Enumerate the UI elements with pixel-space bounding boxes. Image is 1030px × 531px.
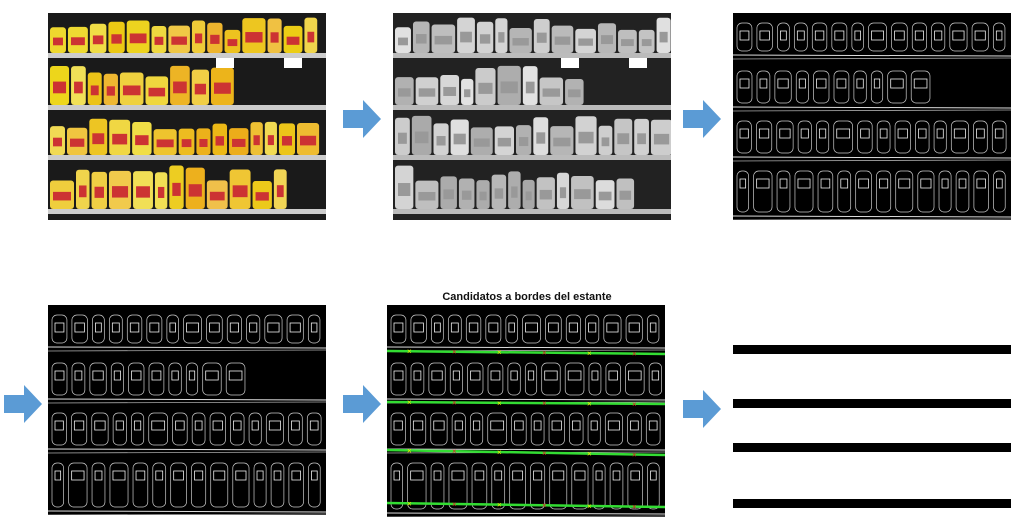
shelf-edge xyxy=(393,105,671,110)
shelf-line xyxy=(733,399,1011,408)
candidate-marker: × xyxy=(407,398,412,407)
candidate-lines-map: × × × × × × × × × × × × × × × × × × × × × × × × xyxy=(387,305,666,517)
shelf-lines-result xyxy=(733,345,1011,508)
shelf-edge xyxy=(393,155,671,160)
candidate-marker: × xyxy=(632,400,637,409)
arrow-right-icon xyxy=(343,385,381,423)
candidate-marker: × xyxy=(497,448,502,457)
shelf-edge xyxy=(393,209,671,214)
candidate-marker: × xyxy=(542,449,547,458)
candidate-line xyxy=(387,501,666,509)
candidate-marker: × xyxy=(452,348,457,357)
candidate-marker: × xyxy=(632,503,637,512)
candidate-marker: × xyxy=(407,347,412,356)
candidate-marker: × xyxy=(407,446,412,455)
candidate-marker: × xyxy=(587,349,592,358)
shelf-edge xyxy=(48,53,326,58)
candidate-marker: × xyxy=(632,450,637,459)
candidate-marker: × xyxy=(587,450,592,459)
candidate-marker: × xyxy=(587,399,592,408)
candidate-marker: × xyxy=(542,349,547,358)
original-shelf-photo xyxy=(48,13,326,220)
candidate-marker: × xyxy=(632,350,637,359)
candidate-marker: × xyxy=(542,501,547,510)
shelf-line xyxy=(733,443,1011,452)
candidate-marker: × xyxy=(497,399,502,408)
candidate-marker: × xyxy=(587,502,592,511)
candidate-marker: × xyxy=(542,399,547,408)
shelf-edge xyxy=(48,209,326,214)
candidate-marker: × xyxy=(452,500,457,509)
shelf-line xyxy=(733,345,1011,354)
candidate-marker: × xyxy=(497,501,502,510)
arrow-right-icon xyxy=(683,100,721,138)
candidate-marker: × xyxy=(497,348,502,357)
arrow-right-icon xyxy=(4,385,42,423)
shelf-line xyxy=(733,499,1011,508)
candidate-marker: × xyxy=(407,499,412,508)
grayscale-shelf-photo xyxy=(393,13,671,220)
shelf-edge xyxy=(393,53,671,58)
edge-map xyxy=(733,13,1011,220)
candidates-title: Candidatos a bordes del estante xyxy=(442,291,612,303)
candidate-line xyxy=(387,349,666,356)
candidate-marker: × xyxy=(452,447,457,456)
arrow-right-icon xyxy=(343,100,381,138)
shelf-edge xyxy=(48,105,326,110)
arrow-right-icon xyxy=(683,390,721,428)
candidate-marker: × xyxy=(452,398,457,407)
filtered-edge-map xyxy=(48,305,326,515)
candidate-line xyxy=(387,400,666,406)
shelf-edge xyxy=(48,155,326,160)
candidate-line xyxy=(387,448,666,457)
